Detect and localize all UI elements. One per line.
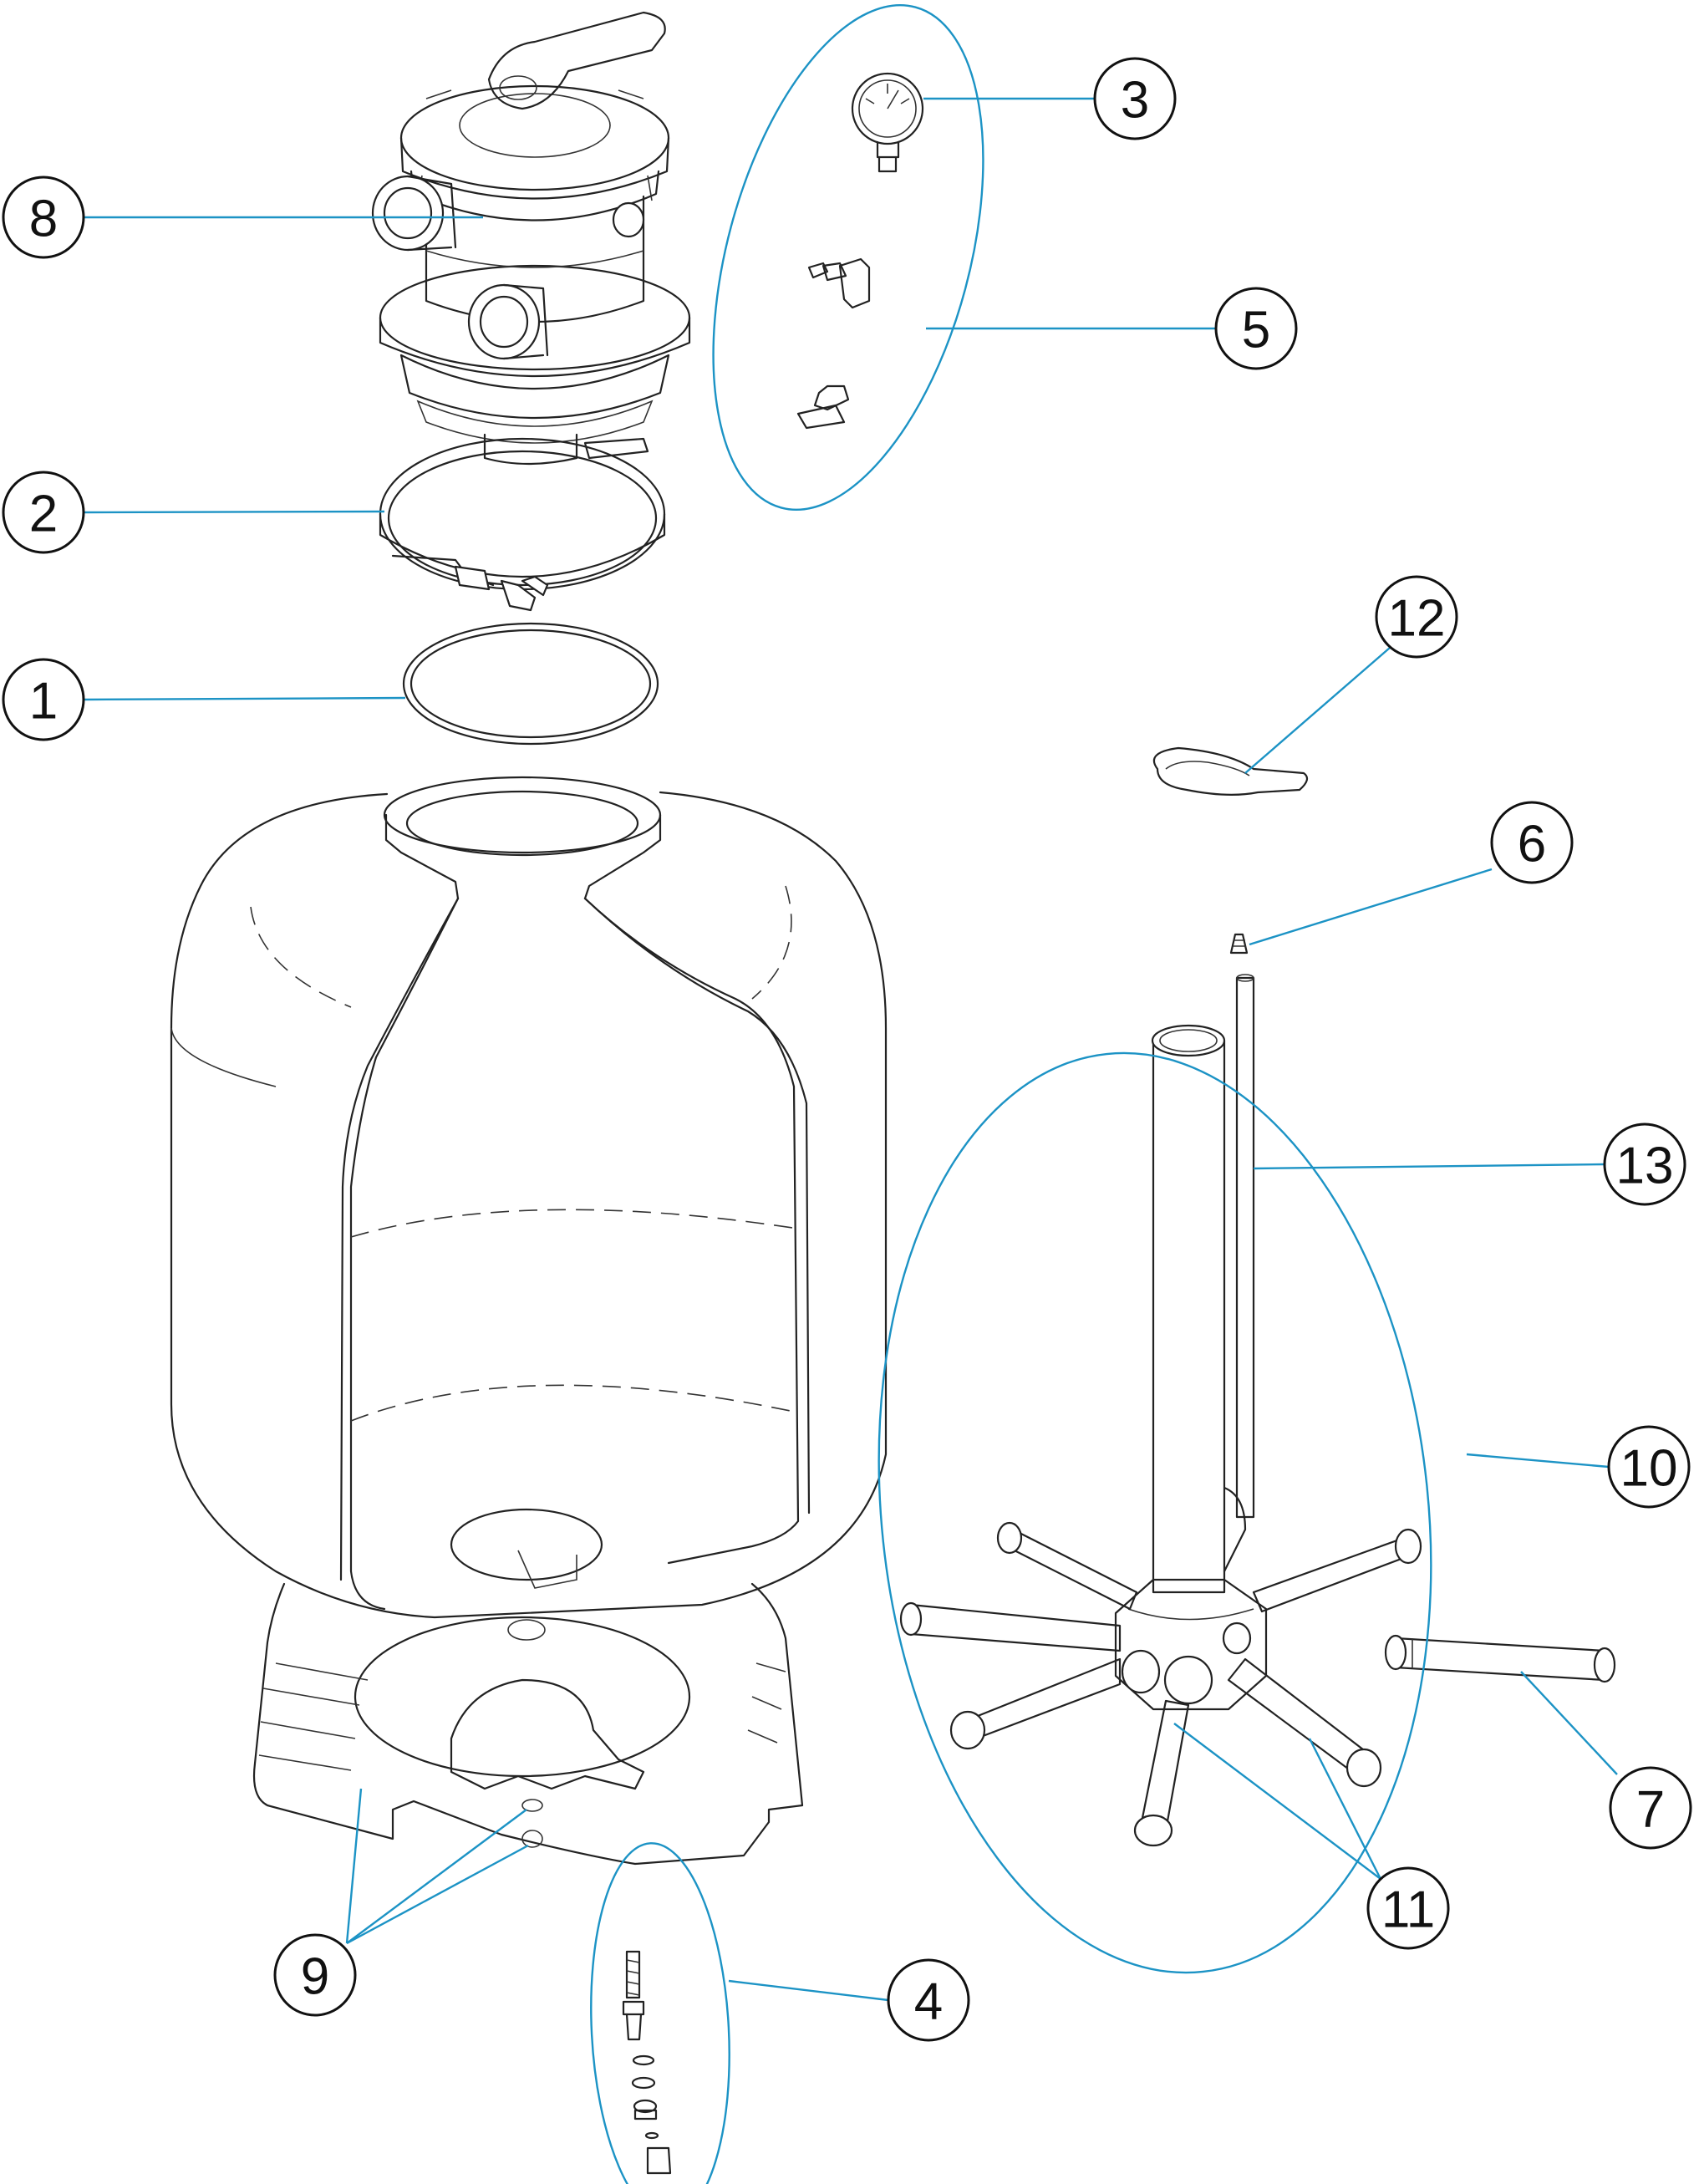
callout-label: 11 (1381, 1881, 1435, 1939)
air-tube (1235, 974, 1255, 1519)
callout-7: 7 (1609, 1766, 1692, 1850)
callout-label: 12 (1388, 590, 1446, 648)
drain-plug (796, 384, 850, 430)
leader-line-10 (1466, 1453, 1610, 1469)
leader-line-13 (1253, 1163, 1605, 1170)
callout-label: 5 (1242, 302, 1270, 359)
callout-9: 9 (273, 1933, 357, 2017)
callout-4: 4 (887, 1958, 970, 2042)
leader-line-11b (1308, 1738, 1382, 1880)
callout-8: 8 (2, 176, 85, 259)
leader-line-9b (346, 1809, 527, 1944)
air-vent-cap (1229, 933, 1249, 955)
group-outline-10 (877, 1051, 1432, 1974)
callout-label: 4 (914, 1973, 943, 2031)
leader-line-9c (346, 1844, 529, 1945)
callout-10: 10 (1607, 1425, 1691, 1509)
callout-1: 1 (2, 658, 85, 741)
cable-tie (1152, 746, 1309, 796)
callout-12: 12 (1375, 575, 1458, 659)
pressure-gauge (851, 72, 924, 173)
leader-line-1 (83, 696, 406, 701)
leader-line-11a (1173, 1723, 1381, 1880)
group-outline-4 (590, 1842, 730, 2184)
callout-3: 3 (1093, 57, 1177, 140)
filter-tank (170, 776, 888, 1641)
callout-label: 1 (29, 673, 58, 731)
callout-5: 5 (1214, 287, 1298, 370)
leader-line-7 (1520, 1671, 1618, 1775)
callout-label: 9 (301, 1948, 329, 2006)
leader-line-4 (728, 1979, 889, 2002)
callout-6: 6 (1490, 801, 1574, 884)
spare-lateral (1384, 1634, 1616, 1683)
callout-label: 6 (1518, 816, 1546, 873)
callout-2: 2 (2, 471, 85, 554)
group-outline-5 (712, 4, 984, 511)
callout-label: 2 (29, 486, 58, 543)
callout-label: 13 (1616, 1138, 1674, 1195)
drain-assembly (622, 1950, 672, 2175)
leader-line-9a (345, 1788, 363, 1944)
callout-label: 8 (29, 191, 58, 248)
multiport-valve (371, 11, 691, 466)
leader-line-6 (1249, 868, 1493, 946)
callout-13: 13 (1603, 1123, 1686, 1206)
clamp-ring (379, 437, 666, 612)
callout-label: 7 (1636, 1781, 1665, 1839)
leader-line-12 (1244, 647, 1391, 774)
o-ring (402, 622, 659, 746)
callout-11: 11 (1366, 1866, 1450, 1950)
callout-label: 10 (1620, 1440, 1678, 1498)
collector-assembly (899, 1024, 1422, 1847)
tank-base (252, 1582, 804, 1866)
callout-label: 3 (1121, 72, 1149, 130)
air-release-fitting (807, 257, 871, 309)
